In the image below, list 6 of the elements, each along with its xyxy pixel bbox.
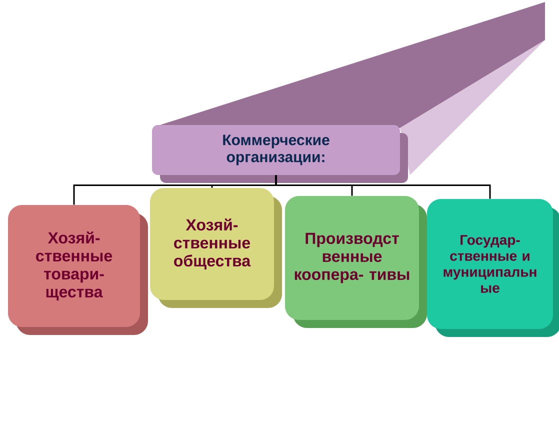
connector-line [275,175,491,199]
category-box: Хозяй- ственные общества [150,188,282,308]
category-box: Производст венные коопера- тивы [285,196,427,328]
title-box: Коммерческие организации: [152,125,408,183]
category-box: Хозяй- ственные товари- щества [8,205,148,335]
category-box: Государ- ственные и муниципальн ые [427,199,559,337]
